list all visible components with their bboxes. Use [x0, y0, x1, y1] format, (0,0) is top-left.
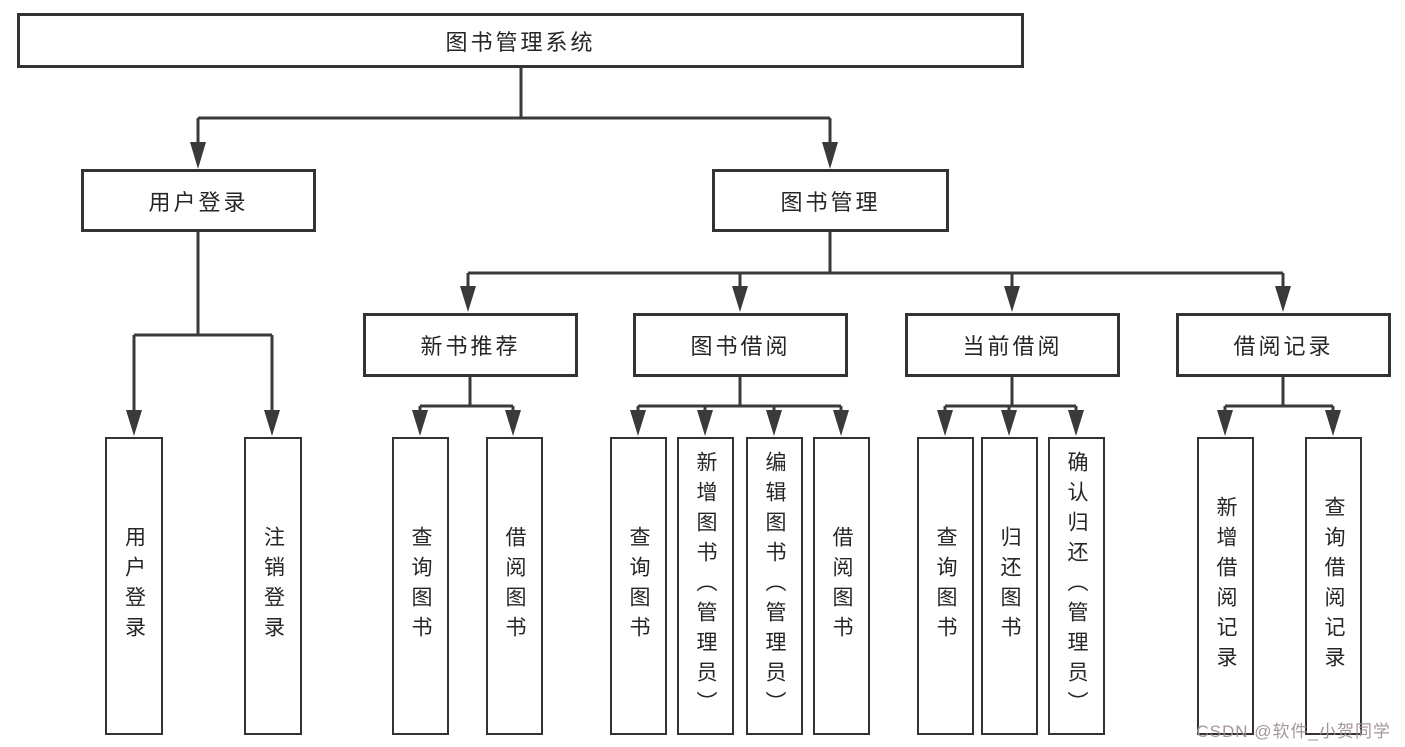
- leaf-borrow-books: 借阅图书: [813, 437, 870, 735]
- leaf-add-borrow-record: 新增借阅记录: [1197, 437, 1254, 735]
- node-user-login: 用户登录: [81, 169, 316, 232]
- node-root-library-system: 图书管理系统: [17, 13, 1024, 68]
- leaf-logout: 注销登录: [244, 437, 302, 735]
- node-new-book-recommend: 新书推荐: [363, 313, 578, 377]
- leaf-return-books: 归还图书: [981, 437, 1038, 735]
- csdn-watermark: CSDN @软件_小贺同学: [1196, 722, 1391, 741]
- leaf-query-books-recommend: 查询图书: [392, 437, 449, 735]
- node-book-borrow: 图书借阅: [633, 313, 848, 377]
- arrowhead-icons: [126, 142, 1341, 436]
- leaf-borrow-books-recommend: 借阅图书: [486, 437, 543, 735]
- node-current-borrow: 当前借阅: [905, 313, 1120, 377]
- leaf-add-books-admin: 新增图书（管理员）: [677, 437, 734, 735]
- leaf-confirm-return-admin: 确认归还（管理员）: [1048, 437, 1105, 735]
- node-borrow-records: 借阅记录: [1176, 313, 1391, 377]
- leaf-query-books-borrow: 查询图书: [610, 437, 667, 735]
- leaf-query-borrow-record: 查询借阅记录: [1305, 437, 1362, 735]
- node-book-management: 图书管理: [712, 169, 949, 232]
- leaf-edit-books-admin: 编辑图书（管理员）: [746, 437, 803, 735]
- leaf-query-books-current: 查询图书: [917, 437, 974, 735]
- leaf-user-login: 用户登录: [105, 437, 163, 735]
